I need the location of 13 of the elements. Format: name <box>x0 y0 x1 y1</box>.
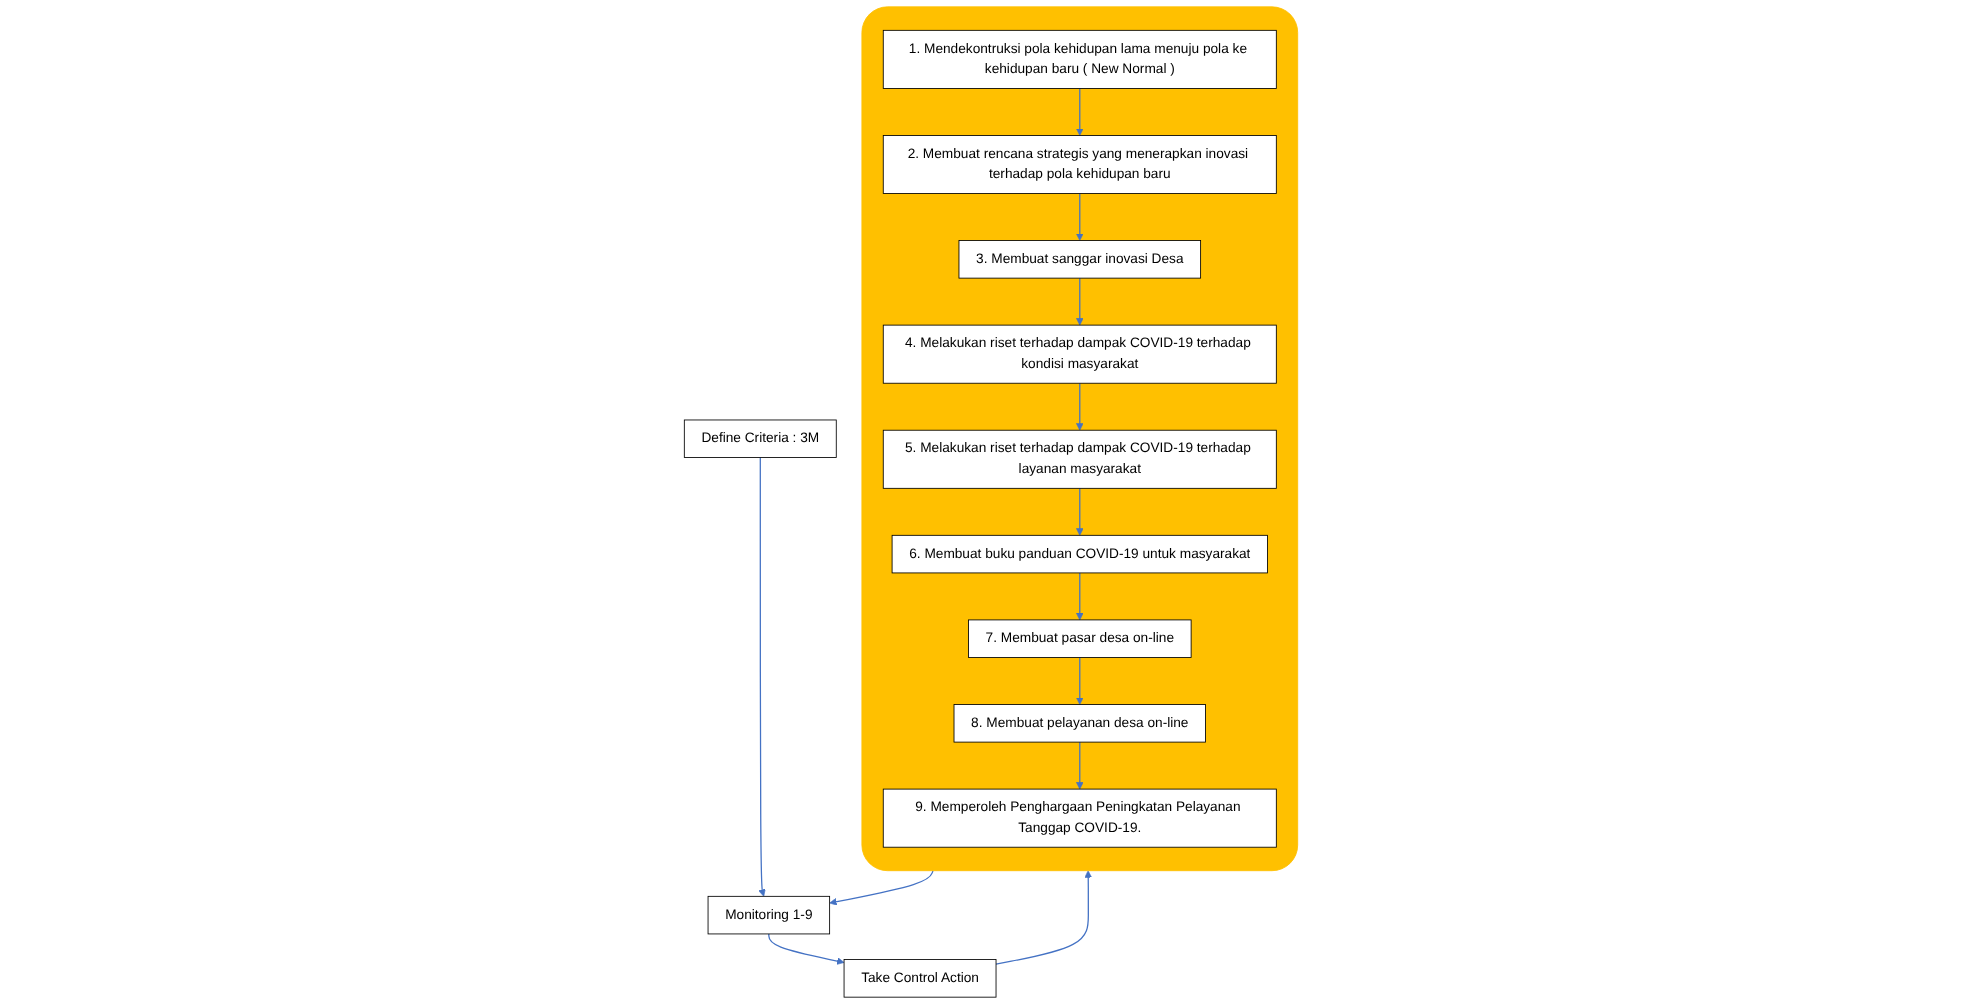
arrow <box>829 870 934 906</box>
cluster <box>861 6 1299 872</box>
arrow <box>1076 572 1084 621</box>
arrow <box>995 870 1092 965</box>
arrow <box>1076 192 1084 241</box>
arrow <box>768 933 845 965</box>
arrow <box>758 456 766 897</box>
arrow <box>1076 277 1084 326</box>
arrow <box>1076 87 1084 136</box>
arrow <box>1076 382 1084 431</box>
arrow <box>1076 656 1084 705</box>
arrow <box>1076 487 1084 536</box>
arrow <box>1076 741 1084 790</box>
